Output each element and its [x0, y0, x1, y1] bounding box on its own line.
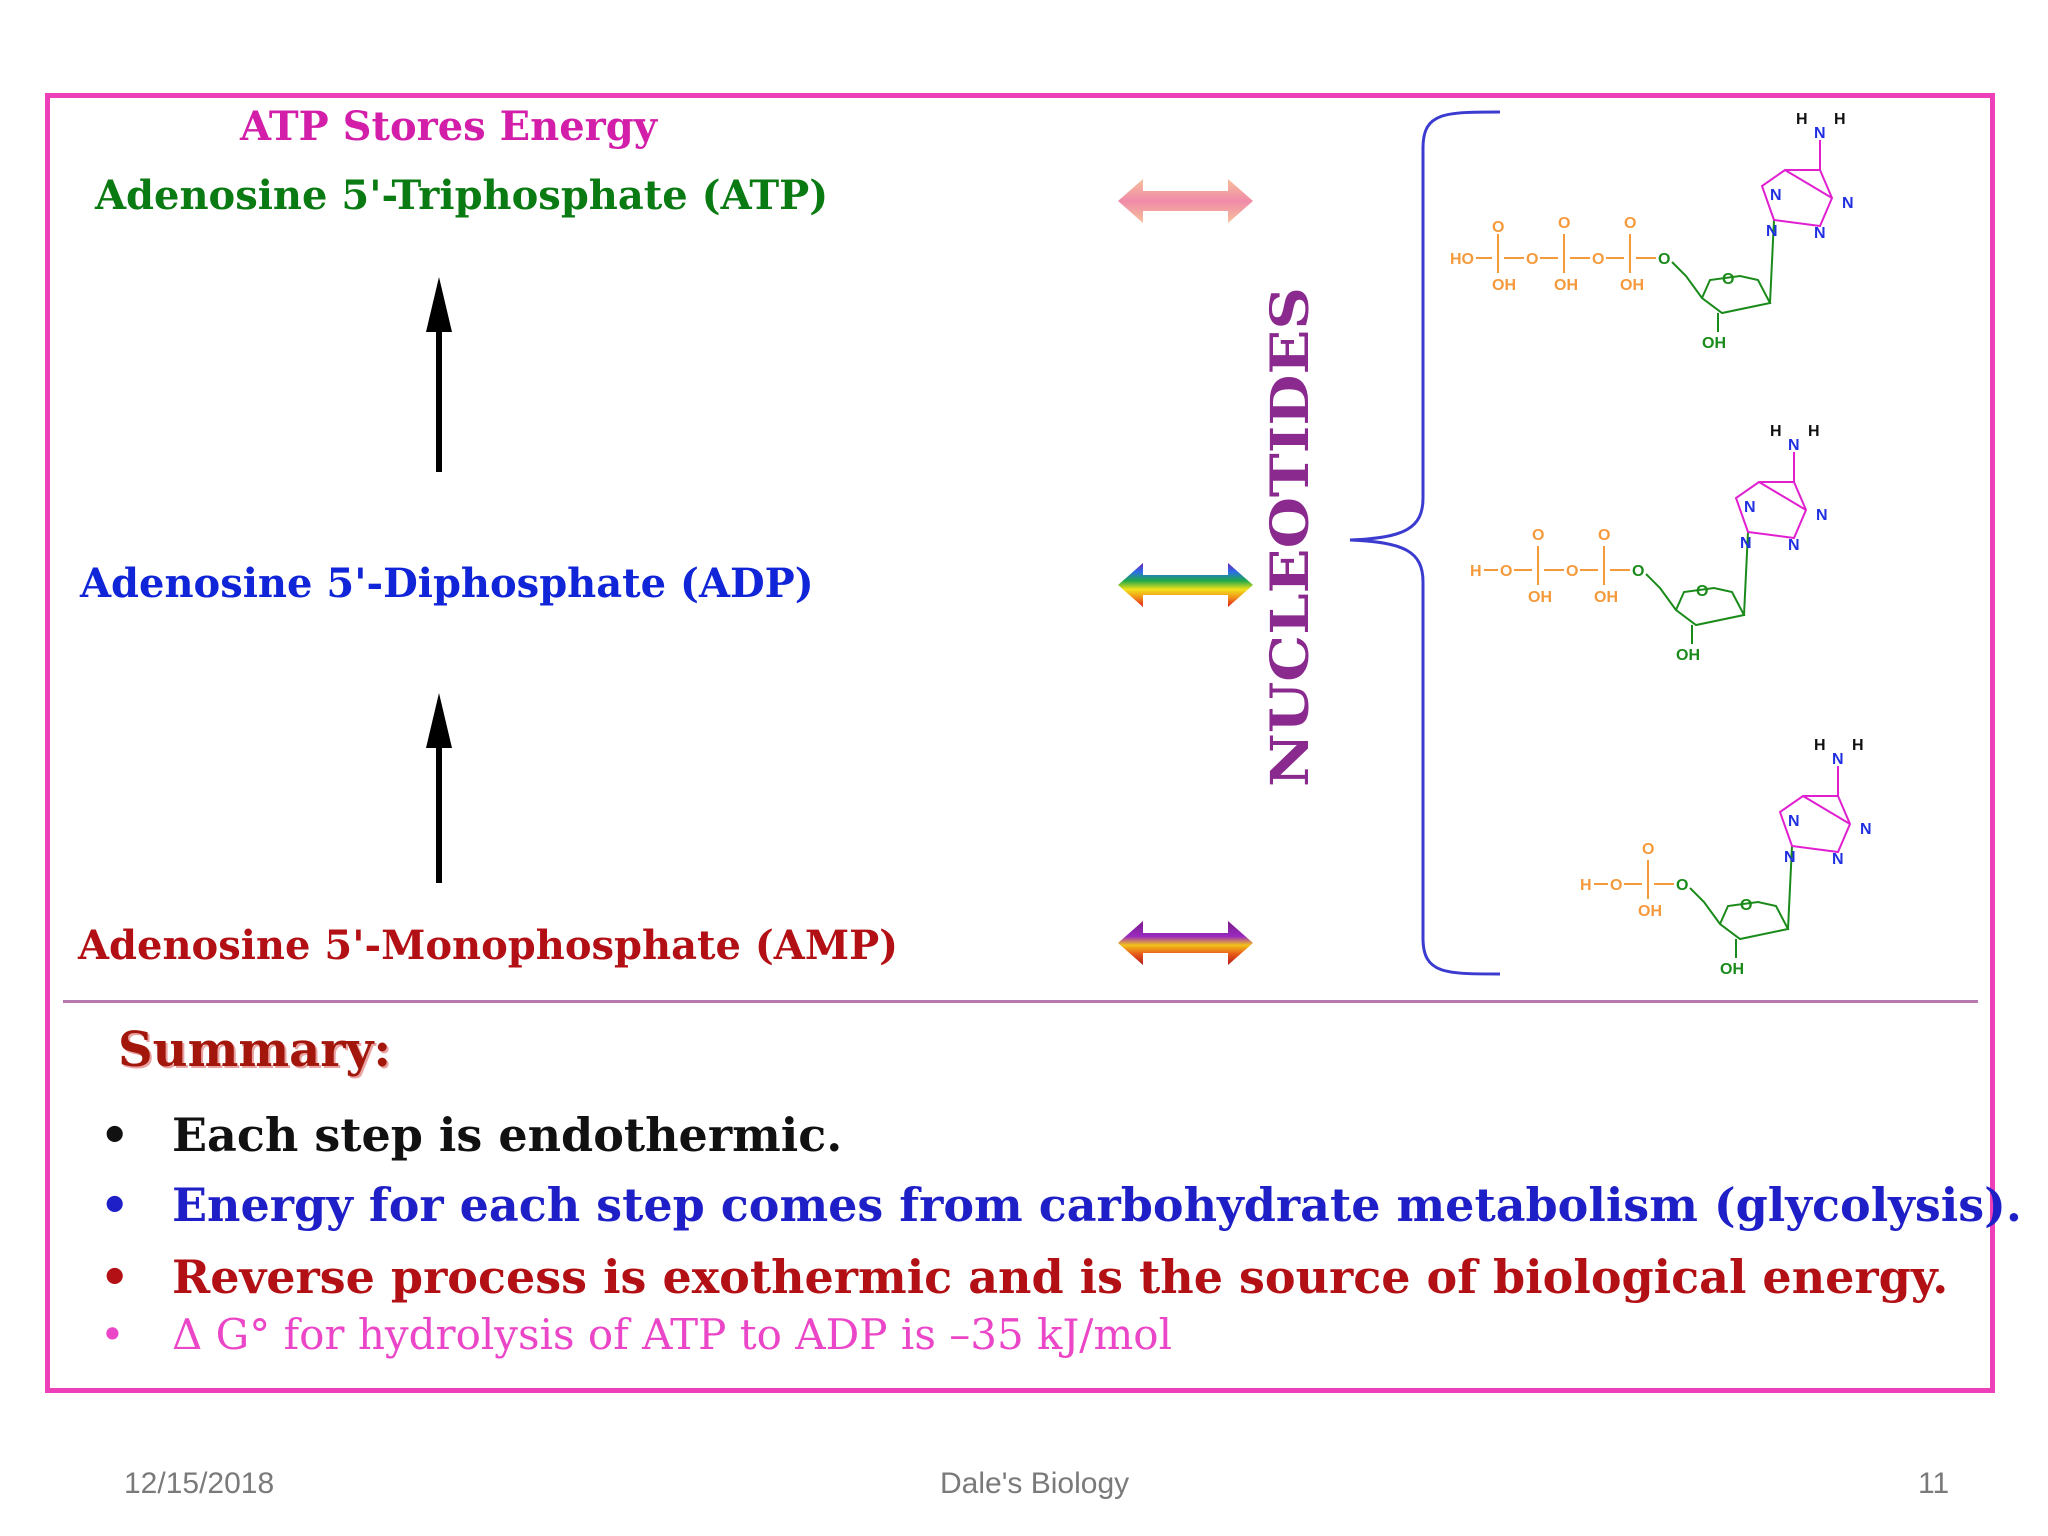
- double-arrow-icon: [1118, 179, 1253, 223]
- svg-text:H: H: [1770, 423, 1782, 440]
- svg-text:O: O: [1632, 563, 1644, 580]
- svg-text:O: O: [1492, 219, 1504, 236]
- svg-text:O: O: [1610, 877, 1622, 894]
- slide-frame: [45, 93, 1995, 1393]
- svg-text:H: H: [1814, 737, 1826, 754]
- bullet-text: Each step is endothermic.: [172, 1108, 843, 1162]
- svg-text:H: H: [1834, 111, 1846, 128]
- bullet-text: Energy for each step comes from carbohyd…: [172, 1178, 2022, 1232]
- svg-text:O: O: [1592, 251, 1604, 268]
- svg-text:H: H: [1852, 737, 1864, 754]
- bullet-item: • Energy for each step comes from carbohy…: [100, 1178, 2022, 1232]
- svg-text:N: N: [1814, 225, 1826, 242]
- svg-text:OH: OH: [1702, 335, 1726, 352]
- slide-title: ATP Stores Energy: [240, 103, 657, 150]
- svg-text:N: N: [1740, 535, 1752, 552]
- svg-text:O: O: [1526, 251, 1538, 268]
- nucleotides-text: NUCLEOTIDES: [1260, 287, 1321, 787]
- svg-text:O: O: [1642, 841, 1654, 858]
- svg-text:N: N: [1860, 821, 1872, 838]
- svg-text:OH: OH: [1676, 647, 1700, 664]
- svg-text:O: O: [1676, 877, 1688, 894]
- bullet-item: • Reverse process is exothermic and is th…: [100, 1250, 1948, 1304]
- svg-text:O: O: [1722, 271, 1734, 288]
- bullet-icon: •: [100, 1178, 130, 1232]
- nucleotide-structures: HO O OH O O OH O O OH O O OH N: [1450, 111, 1872, 978]
- adp-structure: H O O OH O O OH O O OH N N N N: [1470, 423, 1828, 664]
- bullet-item: • Δ G° for hydrolysis of ATP to ADP is –3…: [100, 1310, 1172, 1359]
- svg-text:N: N: [1744, 499, 1756, 516]
- curly-brace: [1349, 110, 1501, 976]
- up-arrow-icon: [426, 277, 452, 472]
- adp-label: Adenosine 5'-Diphosphate (ADP): [80, 560, 814, 607]
- svg-text:O: O: [1740, 897, 1752, 914]
- svg-text:O: O: [1532, 527, 1544, 544]
- svg-text:N: N: [1770, 187, 1782, 204]
- up-arrow-icon: [426, 693, 452, 883]
- svg-text:O: O: [1696, 583, 1708, 600]
- amp-structure: H O O OH O O OH N N N N N H H: [1580, 737, 1872, 978]
- svg-text:OH: OH: [1638, 903, 1662, 920]
- svg-text:OH: OH: [1620, 277, 1644, 294]
- svg-text:OH: OH: [1554, 277, 1578, 294]
- bullet-text: Δ G° for hydrolysis of ATP to ADP is –35…: [172, 1310, 1173, 1359]
- section-divider: [63, 1000, 1978, 1003]
- svg-text:H: H: [1808, 423, 1820, 440]
- bullet-icon: •: [100, 1108, 130, 1162]
- footer-title: Dale's Biology: [940, 1467, 1130, 1500]
- bullet-icon: •: [100, 1250, 130, 1304]
- svg-text:N: N: [1766, 223, 1778, 240]
- svg-text:N: N: [1816, 507, 1828, 524]
- amp-label: Adenosine 5'-Monophosphate (AMP): [78, 922, 899, 969]
- svg-text:O: O: [1566, 563, 1578, 580]
- double-arrow-icon: [1118, 921, 1253, 965]
- nucleotides-vertical-label: NUCLEOTIDES: [1260, 287, 1321, 787]
- svg-text:N: N: [1832, 751, 1844, 768]
- svg-text:HO: HO: [1450, 251, 1474, 268]
- svg-text:OH: OH: [1528, 589, 1552, 606]
- footer-page-number: 11: [1918, 1467, 1950, 1500]
- svg-text:OH: OH: [1720, 961, 1744, 978]
- svg-text:N: N: [1814, 125, 1826, 142]
- bullet-item: • Each step is endothermic.: [100, 1108, 842, 1162]
- double-arrow-icon: [1118, 563, 1253, 607]
- svg-text:O: O: [1624, 215, 1636, 232]
- svg-text:OH: OH: [1492, 277, 1516, 294]
- svg-text:N: N: [1788, 437, 1800, 454]
- summary-heading: Summary:: [118, 1022, 392, 1078]
- svg-text:N: N: [1788, 813, 1800, 830]
- svg-text:H: H: [1580, 877, 1592, 894]
- svg-text:H: H: [1796, 111, 1808, 128]
- bullet-icon: •: [100, 1310, 125, 1359]
- footer-date: 12/15/2018: [124, 1467, 275, 1500]
- svg-text:N: N: [1788, 537, 1800, 554]
- svg-text:O: O: [1558, 215, 1570, 232]
- svg-text:O: O: [1598, 527, 1610, 544]
- svg-text:N: N: [1842, 195, 1854, 212]
- bullet-text: Reverse process is exothermic and is the…: [172, 1250, 1949, 1304]
- svg-text:N: N: [1832, 851, 1844, 868]
- svg-text:O: O: [1658, 251, 1670, 268]
- svg-text:OH: OH: [1594, 589, 1618, 606]
- svg-text:H: H: [1470, 563, 1482, 580]
- svg-text:N: N: [1784, 849, 1796, 866]
- atp-label: Adenosine 5'-Triphosphate (ATP): [95, 172, 829, 219]
- atp-structure: HO O OH O O OH O O OH O O OH N: [1450, 111, 1854, 352]
- svg-text:O: O: [1500, 563, 1512, 580]
